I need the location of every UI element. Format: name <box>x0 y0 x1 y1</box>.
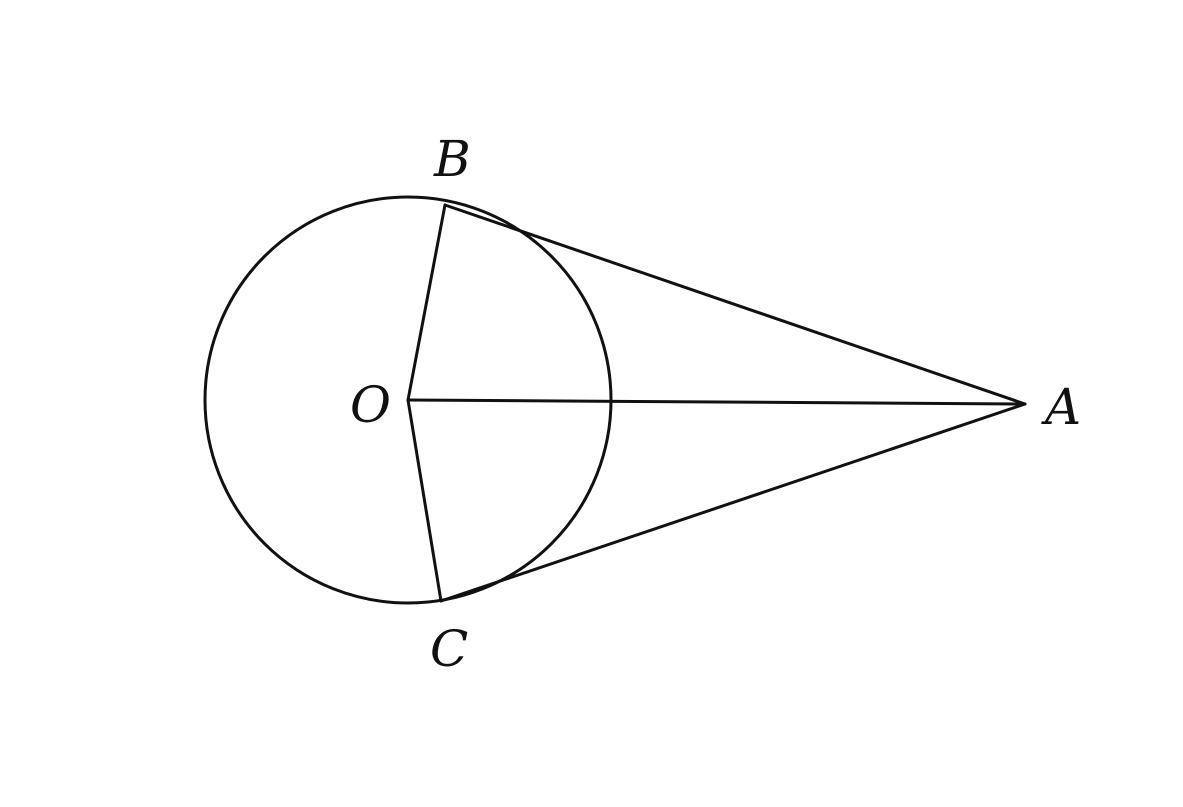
segment-ob <box>406 203 447 402</box>
segment-oc <box>406 398 443 603</box>
label-b: B <box>433 130 471 188</box>
label-a: A <box>1041 378 1081 436</box>
segment-ab <box>443 203 1027 406</box>
segment-ac <box>439 402 1027 603</box>
label-o: O <box>350 376 391 434</box>
segment-oa <box>406 398 1027 406</box>
label-c: C <box>430 620 468 678</box>
